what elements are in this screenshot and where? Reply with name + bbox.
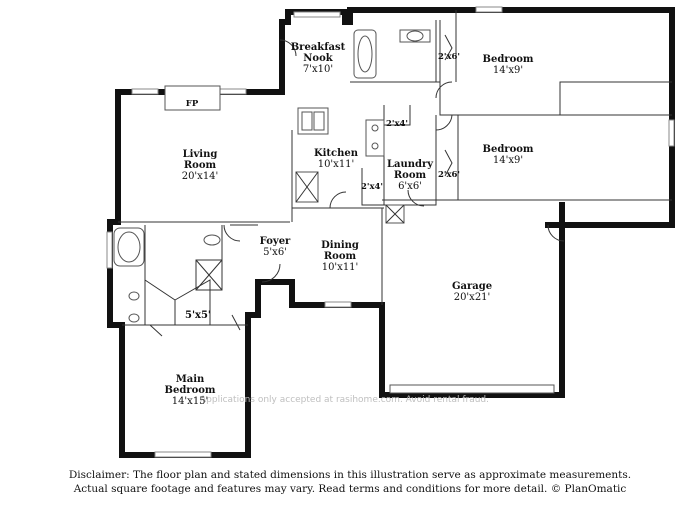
- room-garage: Garage 20'x21': [452, 281, 492, 303]
- exterior-walls: [107, 7, 675, 458]
- closet-a-label: 2'x6': [438, 52, 460, 62]
- room-bath-closet: 5'x5': [185, 310, 211, 321]
- room-dining: Dining Room 10'x11': [321, 240, 359, 273]
- closet-b-label: 2'x4': [386, 119, 408, 129]
- svg-text:7'x10': 7'x10': [303, 64, 333, 75]
- closet-d-label: 2'x4': [361, 182, 383, 192]
- disclaimer-line-1: Disclaimer: The floor plan and stated di…: [68, 469, 632, 481]
- watermark: Applications only accepted at rasihome.c…: [200, 395, 489, 405]
- closet-labels: 2'x6' 2'x4' 2'x6' 2'x4': [361, 52, 460, 192]
- room-kitchen: Kitchen 10'x11': [314, 148, 359, 170]
- room-foyer: Foyer 5'x6': [260, 236, 291, 258]
- room-breakfast-nook: Breakfast Nook 7'x10': [291, 42, 346, 75]
- svg-text:6'x6': 6'x6': [398, 181, 422, 192]
- closet-c-label: 2'x6': [438, 170, 460, 180]
- svg-text:5'x6': 5'x6': [263, 247, 287, 258]
- svg-text:Garage: Garage: [452, 281, 492, 292]
- svg-text:Room: Room: [394, 170, 427, 181]
- room-laundry: Laundry Room 6'x6': [387, 159, 434, 192]
- svg-text:Main: Main: [176, 374, 205, 385]
- svg-text:Kitchen: Kitchen: [314, 148, 359, 159]
- fireplace: FP: [164, 85, 221, 111]
- interior-walls: [118, 10, 672, 326]
- svg-text:10'x11': 10'x11': [318, 159, 355, 170]
- svg-text:Foyer: Foyer: [260, 236, 291, 247]
- svg-text:Living: Living: [183, 149, 218, 160]
- svg-text:5'x5': 5'x5': [185, 310, 211, 321]
- svg-text:14'x9': 14'x9': [493, 65, 523, 76]
- doors: [149, 34, 565, 337]
- svg-text:Bedroom: Bedroom: [483, 144, 534, 155]
- fixtures: [113, 29, 555, 394]
- windows: [106, 6, 675, 458]
- room-main-bedroom: Main Bedroom 14'x15': [165, 374, 216, 407]
- svg-text:10'x11': 10'x11': [322, 262, 359, 273]
- svg-text:Room: Room: [324, 251, 357, 262]
- disclaimer-line-2: Actual square footage and features may v…: [73, 483, 627, 495]
- room-bedroom-2: Bedroom 14'x9': [483, 144, 534, 166]
- svg-text:Nook: Nook: [303, 53, 333, 64]
- fireplace-label: FP: [186, 99, 199, 109]
- svg-text:Bedroom: Bedroom: [483, 54, 534, 65]
- svg-text:14'x15': 14'x15': [172, 396, 209, 407]
- room-bedroom-1: Bedroom 14'x9': [483, 54, 534, 76]
- svg-text:14'x9': 14'x9': [493, 155, 523, 166]
- svg-text:20'x14': 20'x14': [182, 171, 219, 182]
- svg-text:20'x21': 20'x21': [454, 292, 491, 303]
- svg-text:Breakfast: Breakfast: [291, 42, 346, 53]
- disclaimer: Disclaimer: The floor plan and stated di…: [0, 468, 700, 496]
- svg-text:Laundry: Laundry: [387, 159, 434, 170]
- svg-text:Dining: Dining: [321, 240, 359, 251]
- room-living: Living Room 20'x14': [182, 149, 219, 182]
- svg-text:Bedroom: Bedroom: [165, 385, 216, 396]
- svg-text:Room: Room: [184, 160, 217, 171]
